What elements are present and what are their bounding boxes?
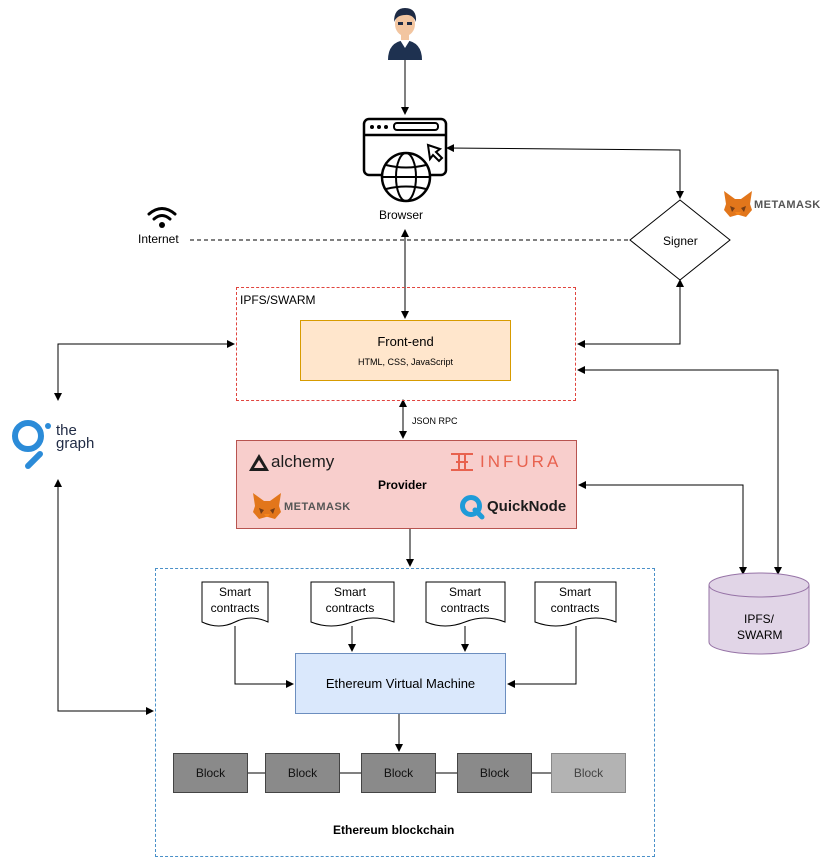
storage-label-line2: SWARM bbox=[737, 628, 783, 642]
frontend-box: Front-end HTML, CSS, JavaScript bbox=[300, 320, 511, 381]
smart-contract-line2: contracts bbox=[325, 601, 375, 615]
block: Block bbox=[265, 753, 340, 793]
thegraph-wordmark-line2: graph bbox=[56, 435, 95, 452]
smart-contract: Smart contracts bbox=[310, 584, 390, 616]
provider-metamask-wordmark: METAMASK bbox=[284, 501, 351, 513]
storage-label-line1: IPFS/ bbox=[744, 612, 775, 626]
provider-box bbox=[236, 440, 577, 529]
thegraph-wordmark-line1: the bbox=[56, 422, 77, 439]
alchemy-wordmark: alchemy bbox=[271, 452, 335, 471]
infura-logo-icon bbox=[451, 453, 473, 471]
smart-contract: Smart contracts bbox=[425, 584, 505, 616]
smart-contract-line2: contracts bbox=[440, 601, 490, 615]
signer-diamond bbox=[629, 199, 731, 281]
block: Block bbox=[457, 753, 532, 793]
quicknode-wordmark: QuickNode bbox=[487, 498, 567, 515]
smart-contract-line1: Smart bbox=[558, 585, 591, 599]
block: Block bbox=[173, 753, 248, 793]
ipfs-swarm-hosting-zone: IPFS/SWARM bbox=[236, 287, 576, 401]
frontend-title: Front-end bbox=[377, 334, 434, 349]
frontend-subtitle: HTML, CSS, JavaScript bbox=[357, 357, 454, 367]
block: Block bbox=[361, 753, 436, 793]
alchemy-logo-icon bbox=[249, 454, 269, 471]
browser-window-icon bbox=[362, 117, 448, 203]
user-avatar-icon bbox=[388, 8, 422, 60]
pending-block: Block bbox=[551, 753, 626, 793]
signer-label: Signer bbox=[663, 234, 698, 248]
provider-label: Provider bbox=[378, 478, 427, 492]
provider-metamask-fox-icon bbox=[253, 493, 281, 519]
infura-wordmark: INFURA bbox=[480, 452, 562, 471]
smart-contract: Smart contracts bbox=[535, 584, 615, 616]
metamask-fox-icon bbox=[724, 191, 752, 217]
smart-contract-line2: contracts bbox=[210, 601, 260, 615]
thegraph-logo-icon bbox=[12, 420, 51, 469]
smart-contract-line2: contracts bbox=[550, 601, 600, 615]
smart-contract-line1: Smart bbox=[333, 585, 366, 599]
ethereum-blockchain-label: Ethereum blockchain bbox=[333, 823, 455, 837]
quicknode-logo-icon bbox=[460, 495, 485, 520]
ethereum-blockchain-zone bbox=[155, 568, 655, 857]
browser-label: Browser bbox=[379, 208, 424, 222]
ipfs-swarm-storage bbox=[708, 572, 810, 655]
ipfs-zone-label: IPFS/SWARM bbox=[240, 293, 316, 307]
smart-contract: Smart contracts bbox=[195, 584, 275, 616]
ethereum-virtual-machine-box: Ethereum Virtual Machine bbox=[295, 653, 506, 714]
json-rpc-label: JSON RPC bbox=[412, 416, 458, 426]
smart-contract-line1: Smart bbox=[448, 585, 481, 599]
metamask-top-wordmark: METAMASK bbox=[754, 199, 821, 211]
evm-label: Ethereum Virtual Machine bbox=[325, 676, 476, 691]
internet-label: Internet bbox=[138, 232, 179, 246]
smart-contract-line1: Smart bbox=[218, 585, 251, 599]
wifi-icon bbox=[147, 207, 177, 228]
